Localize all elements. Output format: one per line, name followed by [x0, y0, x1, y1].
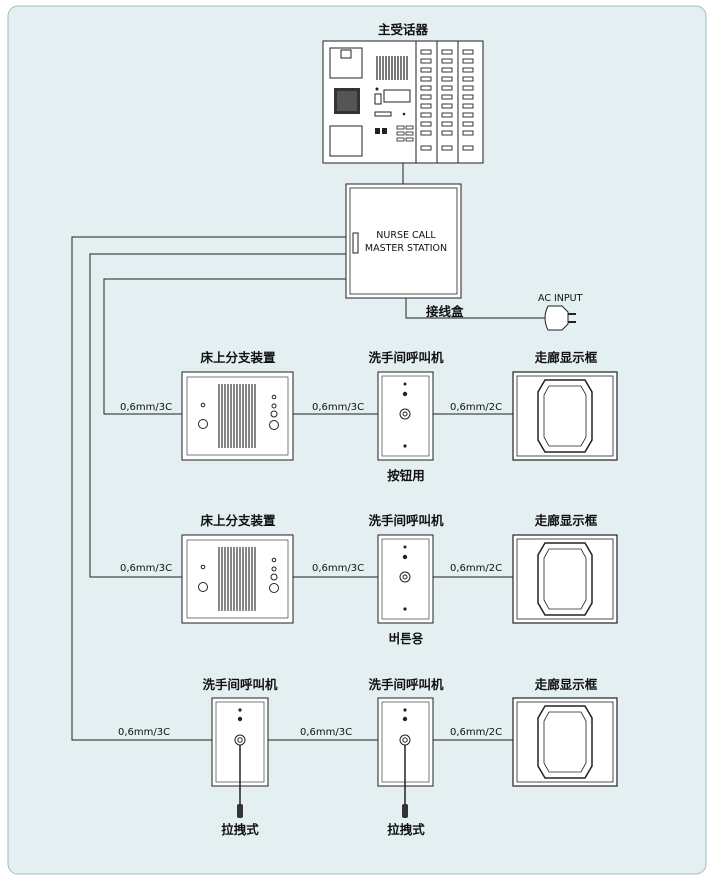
junction-box: NURSE CALL MASTER STATION: [345, 183, 462, 299]
pullcord-label: 拉拽式: [387, 822, 425, 837]
master-key: [462, 94, 474, 100]
bathroom-caller-subtitle: 按钮用: [387, 468, 425, 483]
cable-label: 0,6mm/2C: [450, 563, 502, 574]
ac-plug-icon: [544, 305, 576, 331]
cable-label: 0,6mm/3C: [300, 727, 352, 738]
master-key: [462, 145, 474, 151]
corridor-display-title: 走廊显示框: [535, 350, 598, 365]
master-key: [441, 67, 453, 73]
master-key: [420, 145, 432, 151]
master-key: [420, 49, 432, 55]
cable-label: 0,6mm/2C: [450, 727, 502, 738]
bathroom-caller-title: 洗手间呼叫机: [368, 513, 444, 528]
bed-unit-title: 床上分支装置: [200, 350, 276, 365]
bed-branch-unit: [181, 371, 294, 461]
bathroom-caller-pullcord: [377, 697, 434, 818]
master-key: [441, 85, 453, 91]
junction-inner-label: MASTER STATION: [365, 243, 447, 254]
corridor-display-frame: [512, 534, 618, 624]
bathroom-caller-subtitle: 버튼용: [389, 631, 424, 646]
bathroom-caller-title: 洗手间呼叫机: [202, 677, 278, 692]
pullcord-label: 拉拽式: [221, 822, 259, 837]
master-key: [462, 76, 474, 82]
cable-label: 0,6mm/3C: [312, 402, 364, 413]
bed-unit-title: 床上分支装置: [200, 513, 276, 528]
cable-label: 0,6mm/3C: [118, 727, 170, 738]
master-key: [441, 94, 453, 100]
master-key: [462, 49, 474, 55]
corridor-display-title: 走廊显示框: [535, 677, 598, 692]
cable-label: 0,6mm/2C: [450, 402, 502, 413]
corridor-display-title: 走廊显示框: [535, 513, 598, 528]
master-key: [420, 103, 432, 109]
master-key: [420, 58, 432, 64]
master-key: [441, 130, 453, 136]
grill-icon: [376, 56, 408, 80]
bathroom-caller-button: [377, 534, 434, 624]
master-key: [441, 121, 453, 127]
master-key: [420, 112, 432, 118]
master-key: [462, 103, 474, 109]
master-key: [441, 112, 453, 118]
master-key: [441, 76, 453, 82]
master-key: [420, 130, 432, 136]
master-key: [441, 145, 453, 151]
junction-inner-label: NURSE CALL: [376, 230, 436, 241]
bathroom-caller-button: [377, 371, 434, 461]
master-key: [420, 67, 432, 73]
master-key: [420, 94, 432, 100]
master-key: [441, 103, 453, 109]
junction-box-title: 接线盒: [426, 304, 464, 319]
diagram-background: [7, 5, 707, 875]
master-button-columns: [420, 49, 474, 151]
cable-label: 0,6mm/3C: [120, 402, 172, 413]
cable-label: 0,6mm/3C: [312, 563, 364, 574]
master-station: [322, 40, 484, 164]
master-key: [420, 76, 432, 82]
master-key: [462, 67, 474, 73]
master-key: [462, 130, 474, 136]
master-station-title: 主受话器: [378, 22, 429, 37]
bathroom-caller-title: 洗手间呼叫机: [368, 677, 444, 692]
cable-label: 0,6mm/3C: [120, 563, 172, 574]
wires: [71, 163, 548, 741]
master-key: [462, 121, 474, 127]
master-key: [420, 121, 432, 127]
bathroom-caller-pullcord: [211, 697, 269, 818]
master-key: [441, 58, 453, 64]
ac-input-label: AC INPUT: [538, 293, 583, 304]
corridor-display-frame: [512, 697, 618, 787]
master-key: [462, 85, 474, 91]
bathroom-caller-title: 洗手间呼叫机: [368, 350, 444, 365]
master-key: [441, 49, 453, 55]
master-key: [462, 112, 474, 118]
speaker-grill-icon: [334, 88, 360, 114]
master-key: [420, 85, 432, 91]
master-key: [462, 58, 474, 64]
bed-branch-unit: [181, 534, 294, 624]
corridor-display-frame: [512, 371, 618, 461]
